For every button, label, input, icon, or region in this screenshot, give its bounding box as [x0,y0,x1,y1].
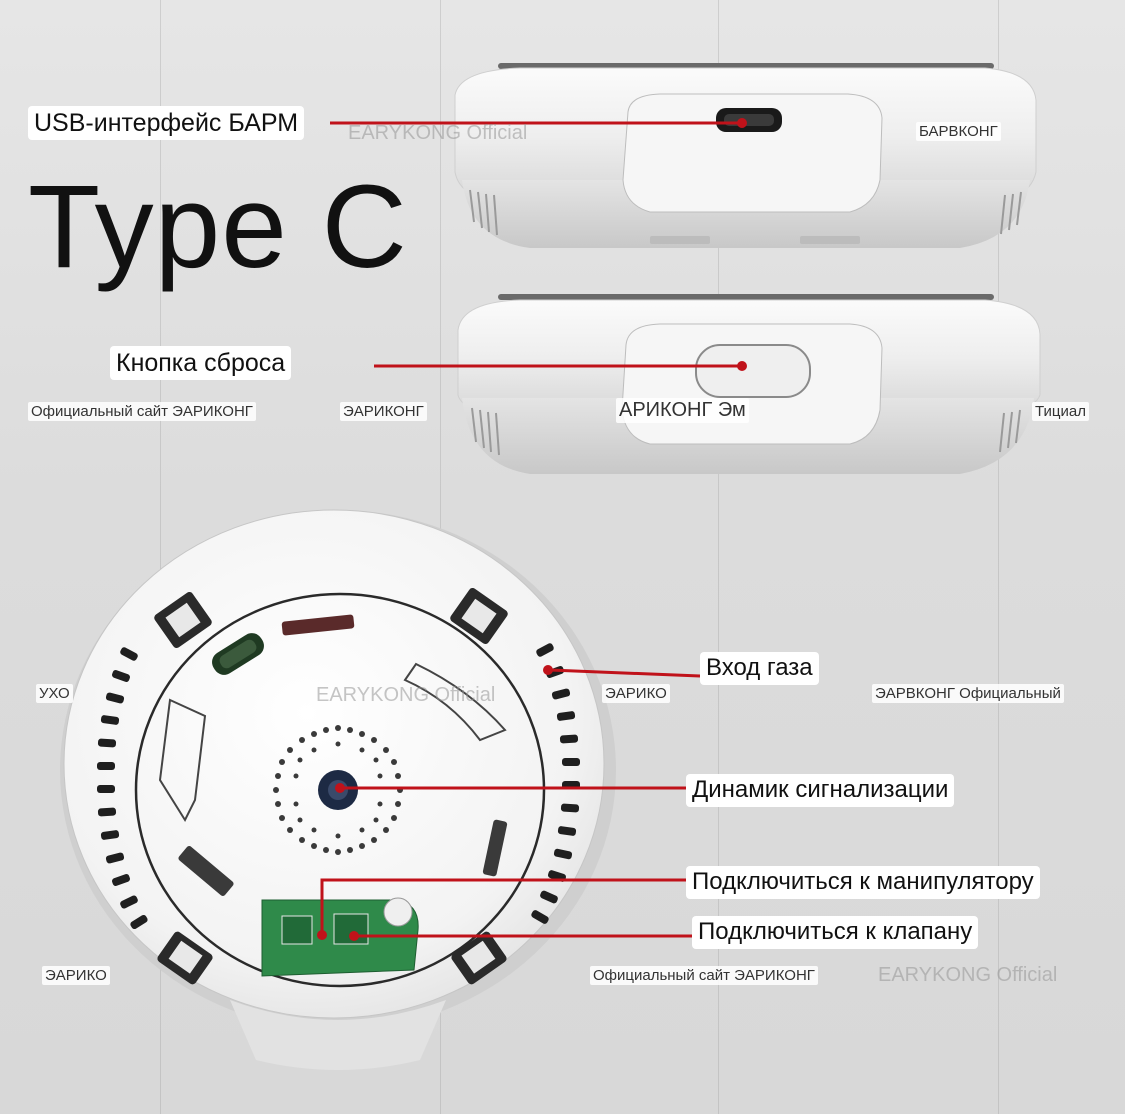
leader-dots [317,118,747,941]
watermark-label: Официальный сайт ЭАРИКОНГ [590,966,818,985]
top-device-side-view [454,63,1037,248]
callout-reset-button: Кнопка сброса [110,346,292,380]
callout-usb-interface: USB-интерфейс БАРМ [28,106,305,140]
watermark-label: Тициал [1032,402,1089,421]
watermark-label: АРИКОНГ Эм [616,398,749,423]
watermark-label: ЭАРВКОНГ Официальный [872,684,1064,703]
grid-line [718,0,719,1114]
leader-lines [320,121,742,938]
watermark-label: БАРВКОНГ [916,122,1001,141]
callout-valve-connection: Подключиться к клапану [692,916,979,949]
grid-line [998,0,999,1114]
watermark-label: УХО [36,684,73,703]
watermark-label: ЭАРИКОНГ [340,402,427,421]
callout-alarm-speaker: Динамик сигнализации [686,774,955,807]
grid-line [160,0,161,1114]
watermark-label: ЭАРИКО [42,966,110,985]
watermark-ghost: EARYKONG Official [348,122,528,144]
middle-device-side-view [457,294,1041,474]
callout-gas-inlet: Вход газа [700,652,819,685]
watermark-ghost: EARYKONG Official [316,684,496,706]
bottom-device-underside [60,509,616,1070]
watermark-ghost: EARYKONG Official [878,964,1058,986]
watermark-label: Официальный сайт ЭАРИКОНГ [28,402,256,421]
watermark-label: ЭАРИКО [602,684,670,703]
callout-manipulator-connection: Подключиться к манипулятору [686,866,1040,899]
headline-type-c: Type C [28,161,408,293]
